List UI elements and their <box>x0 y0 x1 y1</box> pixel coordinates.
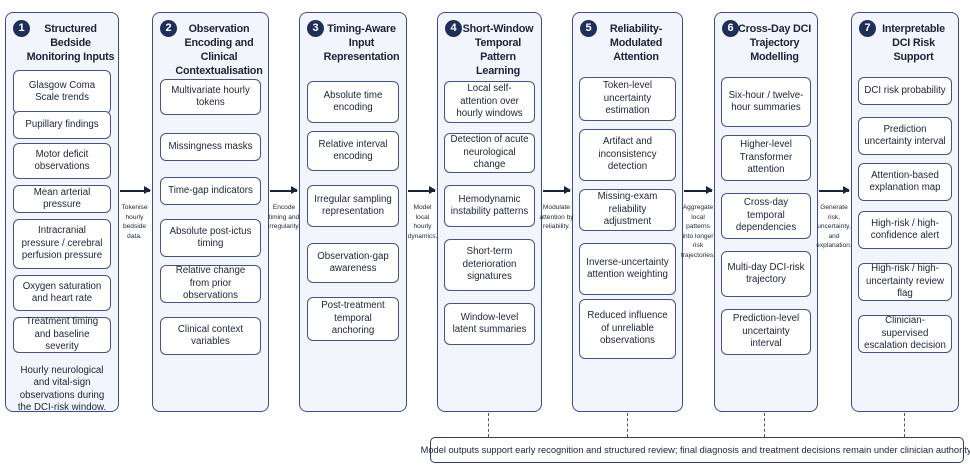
panel-1-item-3: Motor deficit observations <box>13 143 111 179</box>
arrow-3-label: Model local hourly dynamics. <box>407 204 438 240</box>
arrow-2-label: Encode timing and irregularity. <box>267 204 301 230</box>
panel-2-title: Observation Encoding and Clinical Contex… <box>175 23 263 77</box>
panel-5-title: Reliability-Modulated Attention <box>609 23 663 63</box>
panel-1-item-1: Glasgow Coma Scale trends <box>13 70 111 114</box>
step-number-2: 2 <box>160 20 177 37</box>
panel-7-item-2: Prediction uncertainty interval <box>858 117 952 155</box>
panel-2-item-5: Relative change from prior observations <box>160 265 261 303</box>
panel-1-item-7: Treatment timing and baseline severity <box>13 316 111 353</box>
panel-3-item-1: Absolute time encoding <box>307 81 399 123</box>
dashed-connector-4 <box>904 413 905 437</box>
step-number-6: 6 <box>722 20 739 37</box>
panel-4: 4 Short-Window Temporal Pattern Learning… <box>437 12 542 412</box>
panel-7-item-5: High-risk / high-uncertainty review flag <box>858 263 952 301</box>
panel-6-item-2: Higher-level Transformer attention <box>721 135 811 181</box>
panel-6-item-1: Six-hour / twelve-hour summaries <box>721 77 811 127</box>
arrow-3-to-4 <box>408 187 436 194</box>
panel-6-item-5: Prediction-level uncertainty interval <box>721 309 811 355</box>
panel-3-item-4: Observation-gap awareness <box>307 243 399 283</box>
step-number-1: 1 <box>13 20 30 37</box>
panel-5-item-1: Token-level uncertainty estimation <box>579 77 676 121</box>
arrow-5-label: Aggregate local patterns into longer ris… <box>681 204 716 259</box>
panel-5: 5 Reliability-Modulated Attention Token-… <box>572 12 683 412</box>
panel-2-item-4: Absolute post-ictus timing <box>160 219 261 257</box>
panel-2-item-6: Clinical context variables <box>160 317 261 355</box>
panel-5-item-2: Artifact and inconsistency detection <box>579 129 676 181</box>
panel-1-title: Structured Bedside Monitoring Inputs <box>26 23 115 63</box>
dashed-connector-3 <box>764 413 765 437</box>
panel-7: 7 Interpretable DCI Risk Support DCI ris… <box>851 12 959 412</box>
panel-6-item-3: Cross-day temporal dependencies <box>721 193 811 239</box>
panel-4-item-5: Window-level latent summaries <box>444 303 535 345</box>
arrow-1-label: Tokenise hourly bedside data. <box>121 204 148 240</box>
panel-6: 6 Cross-Day DCI Trajectory Modelling Six… <box>714 12 818 412</box>
panel-6-title: Cross-Day DCI Trajectory Modelling <box>738 23 811 63</box>
panel-6-item-4: Multi-day DCI-risk trajectory <box>721 251 811 297</box>
panel-1-item-6: Oxygen saturation and heart rate <box>13 275 111 311</box>
panel-7-item-6: Clinician-supervised escalation decision <box>858 315 952 353</box>
panel-5-item-3: Missing-exam reliability adjustment <box>579 189 676 231</box>
panel-3-item-5: Post-treatment temporal anchoring <box>307 297 399 341</box>
dashed-connector-1 <box>488 413 489 437</box>
arrow-5-to-6 <box>684 187 713 194</box>
arrow-6-label: Generate risk, uncertainty, and explanat… <box>816 204 852 249</box>
panel-7-item-3: Attention-based explanation map <box>858 163 952 201</box>
panel-4-item-3: Hemodynamic instability patterns <box>444 185 535 227</box>
step-number-5: 5 <box>580 20 597 37</box>
panel-4-title: Short-Window Temporal Pattern Learning <box>462 23 534 77</box>
arrow-4-label: Modulate attention by reliability. <box>539 204 574 230</box>
panel-3-item-2: Relative interval encoding <box>307 131 399 171</box>
dashed-connector-2 <box>627 413 628 437</box>
arrow-1-to-2 <box>120 187 151 194</box>
step-number-7: 7 <box>859 20 876 37</box>
panel-4-item-2: Detection of acute neurological change <box>444 133 535 173</box>
step-number-3: 3 <box>307 20 324 37</box>
step-number-4: 4 <box>445 20 462 37</box>
arrow-4-to-5 <box>543 187 571 194</box>
panel-4-item-1: Local self-attention over hourly windows <box>444 81 535 123</box>
panel-5-item-4: Inverse-uncertainty attention weighting <box>579 243 676 295</box>
panel-1-footer: Hourly neurological and vital-sign obser… <box>17 365 107 414</box>
panel-1: 1 Structured Bedside Monitoring Inputs G… <box>5 12 119 414</box>
panel-2-item-2: Missingness masks <box>160 133 261 161</box>
panel-3: 3 Timing-Aware Input Representation Abso… <box>299 12 407 412</box>
panel-7-item-4: High-risk / high-confidence alert <box>858 211 952 249</box>
panel-2: 2 Observation Encoding and Clinical Cont… <box>152 12 269 412</box>
bottom-note: Model outputs support early recognition … <box>421 437 970 463</box>
panel-4-item-4: Short-term deterioration signatures <box>444 239 535 291</box>
panel-5-item-5: Reduced influence of unreliable observat… <box>579 299 676 359</box>
panel-7-item-1: DCI risk probability <box>858 77 952 105</box>
panel-3-item-3: Irregular sampling representation <box>307 185 399 227</box>
panel-3-title: Timing-Aware Input Representation <box>323 23 400 63</box>
arrow-6-to-7 <box>819 187 850 194</box>
panel-7-title: Interpretable DCI Risk Support <box>882 23 945 63</box>
panel-2-item-1: Multivariate hourly tokens <box>160 79 261 115</box>
panel-1-item-5: Intracranial pressure / cerebral perfusi… <box>13 219 111 269</box>
panel-1-item-4: Mean arterial pressure <box>13 185 111 213</box>
arrow-2-to-3 <box>270 187 298 194</box>
panel-1-item-2: Pupillary findings <box>13 111 111 139</box>
panel-2-item-3: Time-gap indicators <box>160 177 261 205</box>
